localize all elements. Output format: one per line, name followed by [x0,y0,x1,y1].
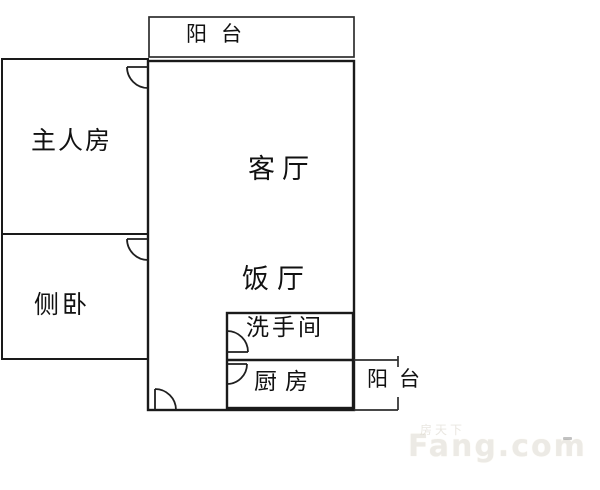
room-label-master-bedroom: 主人房 [31,126,113,155]
side-bedroom-door-icon [126,238,149,261]
master-bedroom-door-icon [126,66,149,89]
room-label-balcony-top: 阳台 [186,22,256,46]
room-label-side-bedroom: 侧卧 [34,290,91,319]
room-label-bathroom: 洗手间 [246,315,324,341]
kitchen-door-icon [226,363,248,385]
balcony-top-walls [148,16,355,58]
room-label-balcony-kitchen: 阳台 [367,367,431,391]
bathroom-door-icon [226,330,249,353]
living-room-walls [146,59,356,412]
kitchen-balcony-walls [354,356,399,411]
room-label-living-room: 客厅 [248,154,316,185]
room-label-kitchen: 厨房 [254,369,316,395]
entrance-door-icon [154,388,177,411]
room-label-dining-room: 饭厅 [242,264,312,295]
side-bedroom-walls [1,233,149,360]
